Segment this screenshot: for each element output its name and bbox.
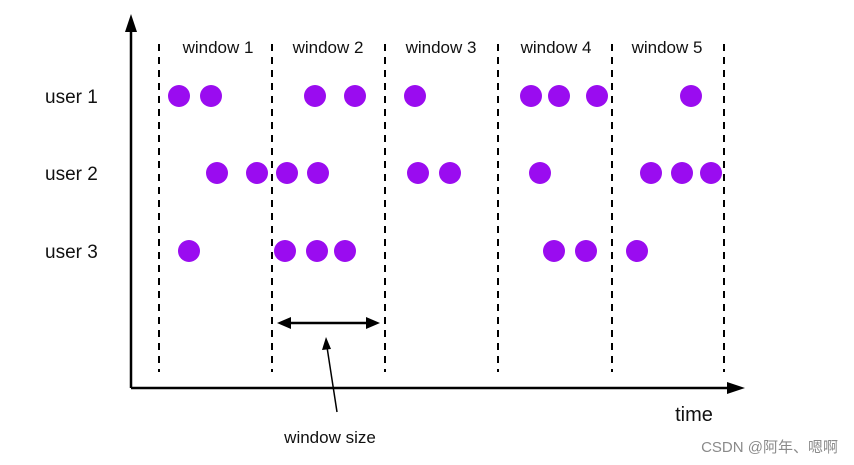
event-dot [276, 162, 298, 184]
event-dot [700, 162, 722, 184]
x-axis-arrow-icon [727, 382, 745, 394]
event-dot [640, 162, 662, 184]
watermark: CSDN @阿年、嗯啊 [701, 439, 838, 456]
event-dot [168, 85, 190, 107]
window-label: window 5 [631, 38, 703, 57]
arrow-right-icon [366, 317, 380, 329]
event-dot [178, 240, 200, 262]
event-dot [626, 240, 648, 262]
event-dot [274, 240, 296, 262]
event-dot [304, 85, 326, 107]
window-label: window 4 [520, 38, 592, 57]
window-size-indicator: window size [277, 317, 380, 447]
event-dot [404, 85, 426, 107]
user-label: user 1 [45, 87, 98, 108]
user-label: user 2 [45, 164, 98, 185]
event-dot [520, 85, 542, 107]
annotation-pointer [326, 346, 338, 413]
event-dot [548, 85, 570, 107]
event-dot [200, 85, 222, 107]
window-label: window 2 [292, 38, 364, 57]
window-label: window 3 [405, 38, 477, 57]
event-dot [543, 240, 565, 262]
event-dot [407, 162, 429, 184]
event-dot [586, 85, 608, 107]
event-dots [168, 85, 722, 262]
event-dot [680, 85, 702, 107]
window-labels: window 1 window 2 window 3 window 4 wind… [182, 38, 703, 57]
y-axis-arrow-icon [125, 14, 137, 32]
event-dot [344, 85, 366, 107]
event-dot [246, 162, 268, 184]
event-dot [306, 240, 328, 262]
window-size-label: window size [283, 428, 376, 447]
axes [125, 14, 745, 394]
event-dot [439, 162, 461, 184]
event-dot [529, 162, 551, 184]
event-dot [334, 240, 356, 262]
pointer-arrow-icon [322, 337, 331, 350]
time-axis-label: time [675, 404, 713, 426]
user-labels: user 1 user 2 user 3 [45, 87, 98, 263]
arrow-left-icon [277, 317, 291, 329]
user-label: user 3 [45, 242, 98, 263]
event-dot [671, 162, 693, 184]
window-label: window 1 [182, 38, 254, 57]
event-dot [206, 162, 228, 184]
window-boundaries [158, 44, 725, 372]
event-dot [307, 162, 329, 184]
event-dot [575, 240, 597, 262]
